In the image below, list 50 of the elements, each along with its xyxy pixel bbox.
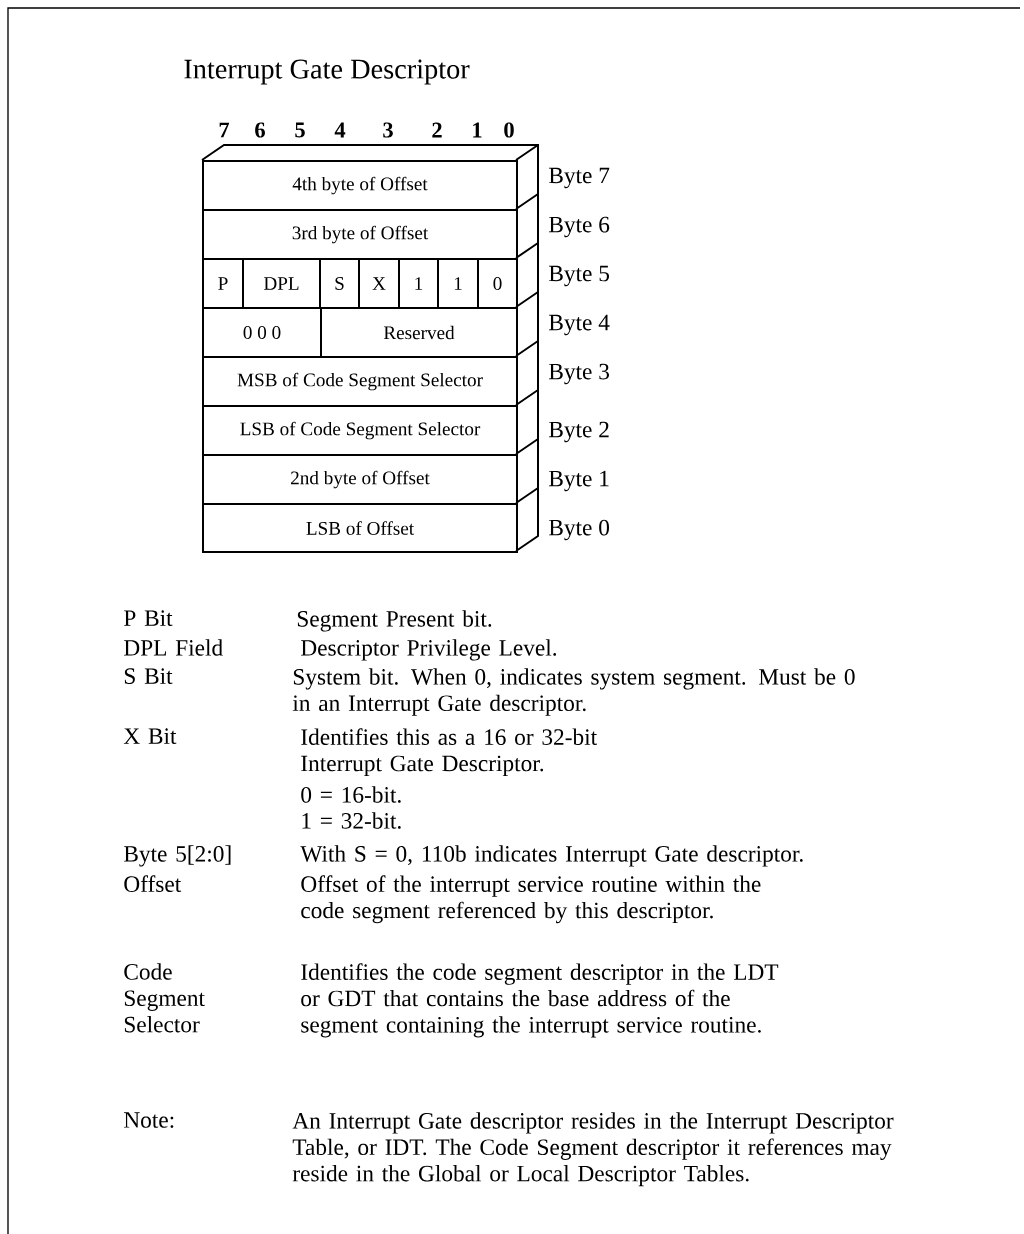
field-description: Identifies this as a 16 or 32-bit Interrupt Gate Descriptor.: [301, 728, 597, 777]
bit-number: 5: [295, 122, 305, 138]
field-description: 1 = 32-bit.: [302, 812, 401, 829]
field-name: X Bit: [123, 728, 177, 744]
field-cell: 4th byte of Offset: [202, 160, 518, 211]
field-cell: 1: [398, 258, 439, 309]
field-name: DPL Field: [124, 639, 223, 656]
field-name: Code Segment Selector: [124, 963, 205, 1033]
field-cell: Reserved: [320, 307, 518, 358]
field-description: Offset of the interrupt service routine within the code segment referenced by this descriptor.: [301, 875, 761, 924]
field-name: S Bit: [124, 668, 173, 684]
field-description: 0 = 16-bit.: [301, 786, 401, 803]
field-cell: 2nd byte of Offset: [202, 454, 518, 505]
bit-number: 2: [432, 122, 442, 138]
byte-label: Byte 7: [549, 167, 610, 189]
byte-label: Byte 4: [549, 314, 610, 336]
field-cell: S: [319, 258, 360, 309]
byte-label: Byte 6: [549, 216, 610, 238]
field-name: Byte 5[2:0]: [124, 845, 231, 867]
field-description: Segment Present bit.: [297, 610, 492, 632]
field-cell: DPL: [242, 258, 321, 309]
field-description: With S = 0, 110b indicates Interrupt Gate descriptor.: [300, 845, 803, 867]
field-cell: 0 0 0: [202, 307, 322, 358]
bit-number: 7: [219, 122, 230, 138]
field-name: P Bit: [124, 610, 173, 626]
field-cell: 3rd byte of Offset: [202, 209, 518, 260]
field-cell: LSB of Code Segment Selector: [202, 405, 518, 456]
field-cell: LSB of Offset: [202, 503, 518, 553]
field-cell: MSB of Code Segment Selector: [202, 356, 518, 407]
diagram-title: Interrupt Gate Descriptor: [184, 59, 470, 85]
note-label: Note:: [124, 1112, 174, 1128]
field-cell: P: [202, 258, 244, 309]
bit-number: 1: [473, 122, 482, 138]
field-name: Offset: [124, 875, 182, 892]
bit-number: 3: [383, 122, 393, 138]
byte-label: Byte 2: [549, 421, 609, 443]
field-description: Identifies the code segment descriptor in the LDT or GDT that contains the base address of the segment containing the interrupt service routine.: [301, 963, 779, 1038]
field-description: Descriptor Privilege Level.: [301, 639, 557, 661]
bit-number: 4: [334, 122, 346, 138]
field-description: System bit. When 0, indicates system segment. Must be 0 in an Interrupt Gate descriptor.: [292, 668, 855, 716]
note-text: An Interrupt Gate descriptor resides in the Interrupt Descriptor Table, or IDT. The Code Segment descriptor it references may reside in the Global or Local Descriptor Tables.: [292, 1112, 894, 1187]
byte-label: Byte 0: [549, 519, 609, 541]
field-cell: 1: [437, 258, 479, 309]
field-cell: 0: [477, 258, 518, 309]
field-cell: X: [358, 258, 400, 309]
byte-label: Byte 1: [549, 470, 609, 492]
byte-label: Byte 3: [549, 363, 609, 385]
bit-number: 0: [504, 122, 514, 138]
byte-label: Byte 5: [549, 265, 609, 287]
bit-number: 6: [255, 122, 265, 138]
